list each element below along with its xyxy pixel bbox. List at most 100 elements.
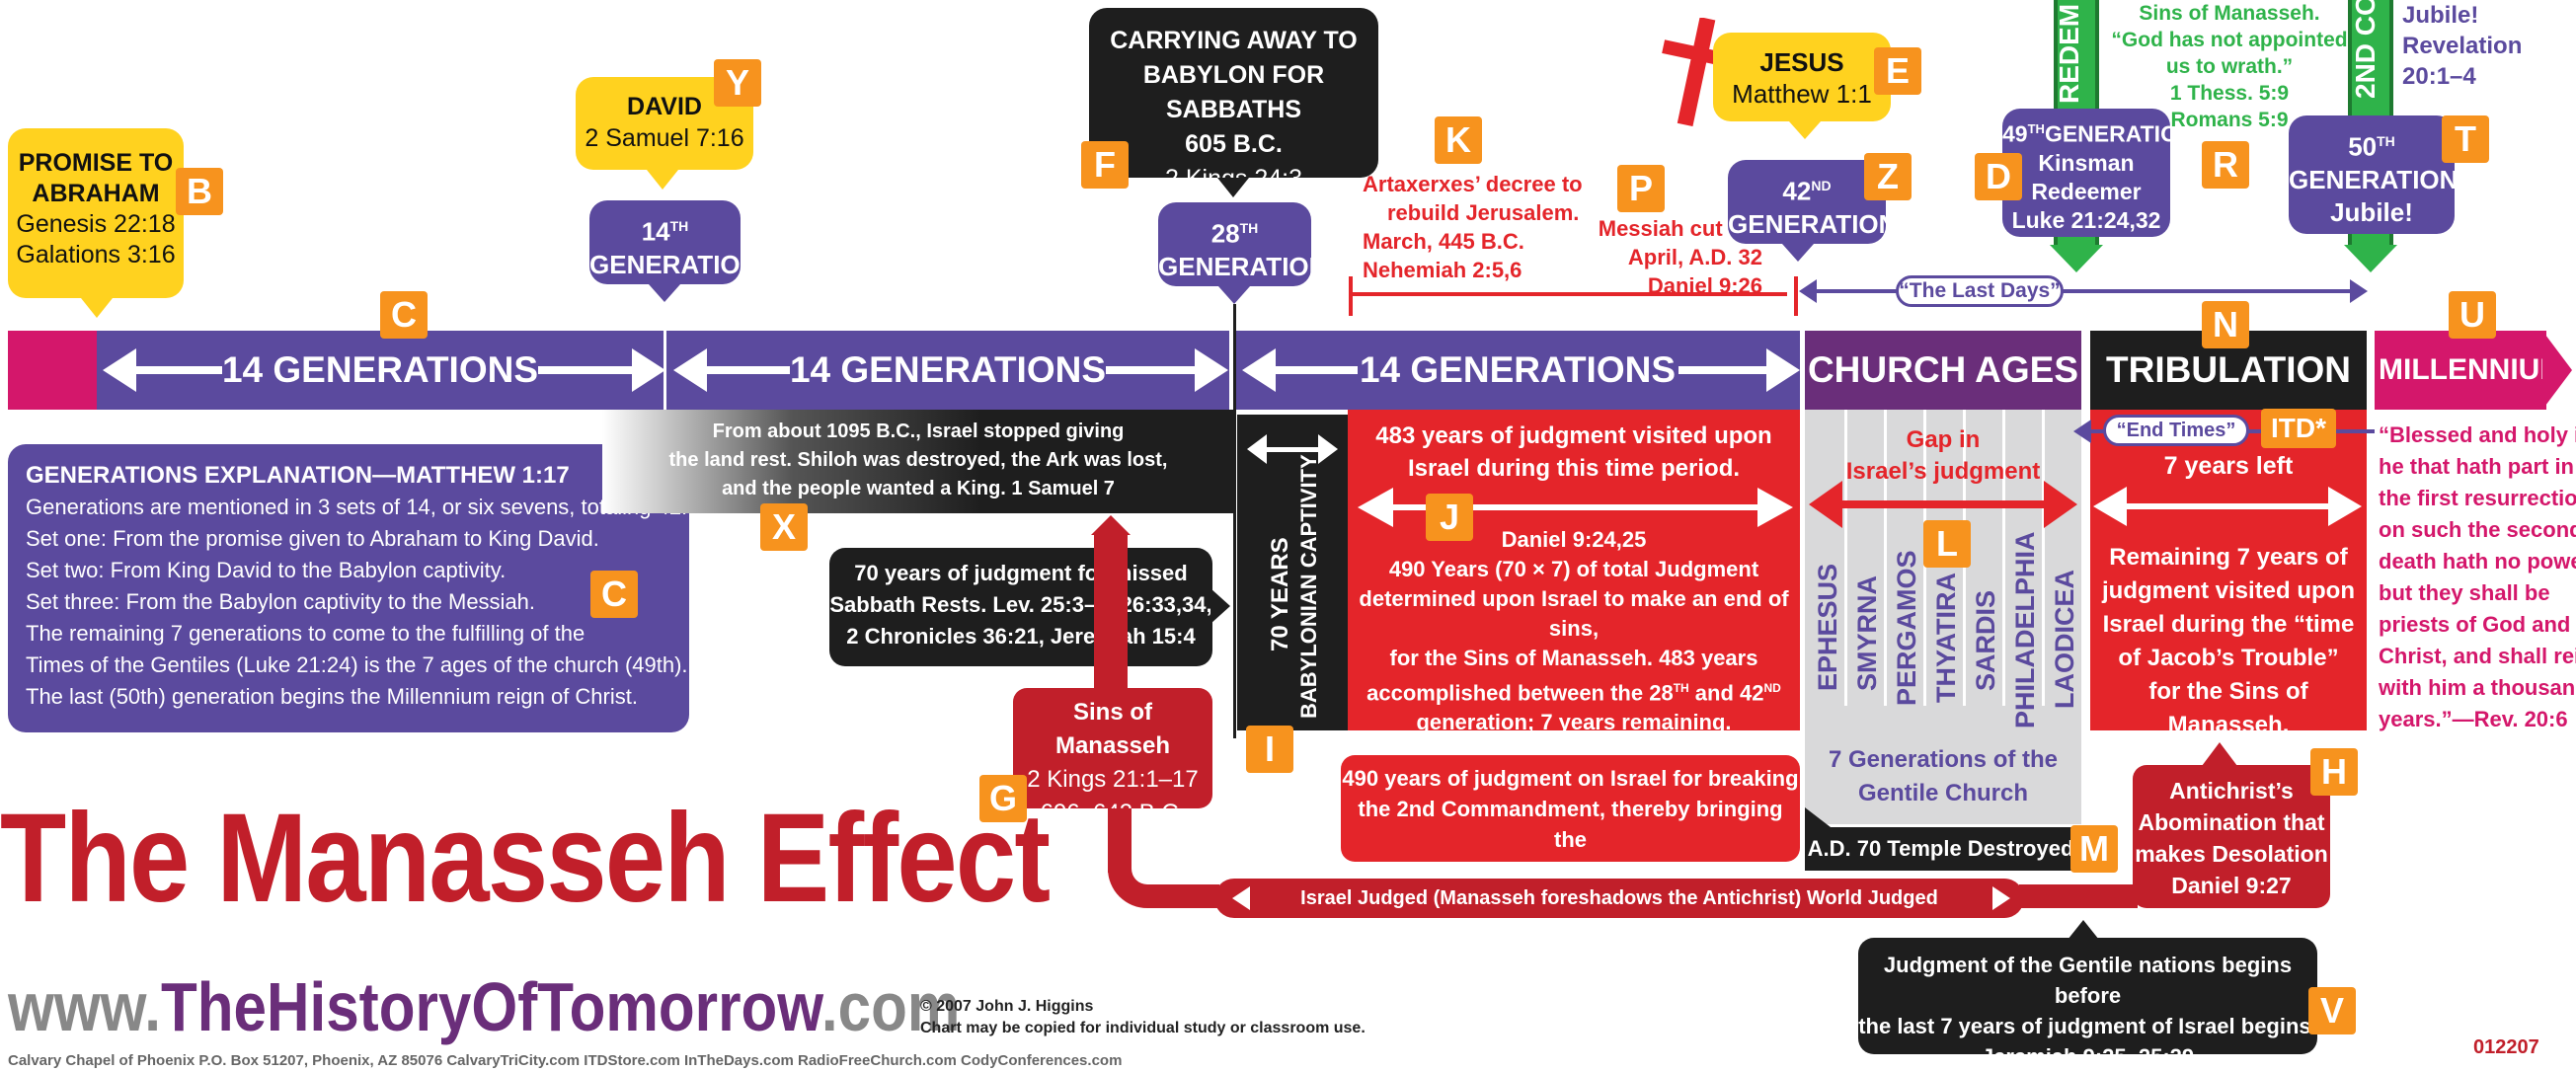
jubile-top-line-2: Revelation bbox=[2402, 33, 2523, 59]
thess-line-5: Romans 5:9 bbox=[2170, 109, 2289, 131]
jubile-top-line-3: 20:1–4 bbox=[2402, 63, 2476, 90]
promise-title-2: ABRAHAM bbox=[32, 180, 160, 207]
letter-x: X bbox=[760, 503, 808, 551]
band-arrow-2-right bbox=[1106, 366, 1200, 374]
quote-line-9: with him a thousand bbox=[2379, 675, 2576, 700]
shiloh-box: From about 1095 B.C., Israel stopped giv… bbox=[602, 410, 1234, 513]
judgment-483-line-5: determined upon Israel to make an end of… bbox=[1359, 586, 1789, 641]
letter-f: F bbox=[1081, 141, 1129, 189]
thess-line-3: us to wrath.” bbox=[2165, 55, 2294, 78]
explanation-line-3: Set two: From King David to the Babylon … bbox=[26, 558, 507, 582]
seventy-years-box: 70 years of judgment for missed Sabbath … bbox=[829, 548, 1212, 666]
gen14-num: 14 bbox=[641, 216, 670, 247]
copyright-line-2: Chart may be copied for individual study… bbox=[920, 1020, 1366, 1036]
manasseh-box: Sins of Manasseh 2 Kings 21:1–17 696–642… bbox=[1013, 688, 1212, 826]
letter-r: R bbox=[2202, 141, 2249, 189]
judgment-483-text-top: 483 years of judgment visited upon Israe… bbox=[1348, 420, 1800, 485]
captivity-arrowhead-left bbox=[1247, 434, 1267, 464]
last-days-arrowhead-left bbox=[1799, 279, 1817, 303]
captivity-column bbox=[1237, 415, 1348, 730]
letter-j: J bbox=[1426, 494, 1473, 541]
letter-v: V bbox=[2308, 987, 2356, 1034]
gentile-nations-line-3: Jeremiah 9:25, 25:29 bbox=[1981, 1044, 2195, 1069]
jesus-bubble: JESUS Matthew 1:1 bbox=[1713, 33, 1891, 121]
promise-title-1: PROMISE TO bbox=[18, 149, 174, 177]
letter-n: N bbox=[2202, 301, 2249, 348]
band-arrow-3-right bbox=[1678, 366, 1772, 374]
messiah-line-2: April, A.D. 32 bbox=[1627, 245, 1762, 269]
band-arrowhead-2-left bbox=[673, 348, 707, 392]
artaxerxes-line-1: Artaxerxes’ decree to bbox=[1363, 172, 1583, 196]
band-arrow-3-left bbox=[1269, 366, 1358, 374]
antichrist-line-4: Daniel 9:27 bbox=[2171, 873, 2292, 898]
judgment-483-line-4: 490 Years (70 × 7) of total Judgment bbox=[1388, 557, 1759, 581]
letter-z: Z bbox=[1864, 153, 1912, 200]
band-generations-2-label: 14 GENERATIONS bbox=[789, 349, 1107, 390]
temple-destroyed-text: A.D. 70 Temple Destroyed bbox=[1807, 836, 2074, 861]
remaining-line-2: judgment visited upon bbox=[2102, 577, 2355, 604]
david-tail bbox=[647, 170, 678, 190]
david-title: DAVID bbox=[627, 93, 702, 120]
last-days-arrowhead-right bbox=[2350, 279, 2368, 303]
manasseh-line-2: 2 Kings 21:1–17 bbox=[1027, 766, 1199, 793]
explanation-box: GENERATIONS EXPLANATION—MATTHEW 1:17 Gen… bbox=[8, 444, 689, 732]
artaxerxes-line-3: March, 445 B.C. bbox=[1363, 229, 1524, 254]
church-sardis: SARDIS bbox=[1971, 589, 2000, 691]
last-days-label: “The Last Days” bbox=[1896, 275, 2064, 307]
band-millennium: MILLENNIUM bbox=[2375, 331, 2564, 410]
carrying-tail bbox=[1217, 178, 1249, 197]
gen42-sup: ND bbox=[1811, 178, 1832, 193]
band-arrowhead-3-left bbox=[1242, 348, 1276, 392]
promise-bubble: PROMISE TO ABRAHAM Genesis 22:18 Galatio… bbox=[8, 128, 184, 298]
carrying-bubble: CARRYING AWAY TO BABYLON FOR SABBATHS 60… bbox=[1089, 8, 1378, 192]
gen49-num: 49 bbox=[2002, 120, 2028, 147]
artaxerxes-line-4: Nehemiah 2:5,6 bbox=[1363, 258, 1522, 282]
church-thyatira: THYATIRA bbox=[1931, 572, 1961, 703]
jesus-ref: Matthew 1:1 bbox=[1732, 79, 1872, 109]
remaining-line-1: Remaining 7 years of bbox=[2109, 544, 2348, 571]
letter-c-lower: C bbox=[590, 571, 638, 618]
artaxerxes-text: Artaxerxes’ decree to rebuild Jerusalem.… bbox=[1363, 170, 1585, 284]
judged-bar-connector bbox=[1165, 884, 1219, 908]
captivity-arrow-line bbox=[1259, 447, 1323, 452]
gen50-line-1: GENERATION bbox=[2289, 164, 2459, 194]
band-arrowhead-1-left bbox=[103, 348, 136, 392]
letter-d: D bbox=[1975, 153, 2022, 200]
remaining-line-5: for the Sins of Manasseh. bbox=[2148, 678, 2308, 738]
gen49-line-1: GENERATION bbox=[2044, 120, 2195, 147]
carrying-line-2: BABYLON FOR SABBATHS bbox=[1142, 61, 1325, 123]
letter-u: U bbox=[2449, 291, 2496, 339]
seventy-years-tail bbox=[1210, 588, 1230, 624]
gen50-num: 50 bbox=[2348, 131, 2378, 162]
gap-arrowhead-right bbox=[2044, 481, 2077, 528]
shiloh-line-1: From about 1095 B.C., Israel stopped giv… bbox=[712, 421, 1125, 442]
gen42-label: GENERATION bbox=[1728, 208, 1898, 239]
gen14-sup: TH bbox=[669, 218, 689, 234]
church-laodicea: LAODICEA bbox=[2050, 570, 2079, 709]
captivity-text-1: 70 YEARS bbox=[1267, 537, 1293, 651]
trib-arrowhead-right bbox=[2328, 487, 2362, 526]
letter-m: M bbox=[2070, 825, 2118, 873]
seventy-line-3: 2 Chronicles 36:21, Jeremiah 15:4 bbox=[846, 624, 1196, 649]
church-philadelphia: PHILADELPHIA bbox=[2010, 531, 2040, 728]
judgment-490-line-1: 490 years of judgment on Israel for brea… bbox=[1342, 766, 1799, 791]
gen42-num: 42 bbox=[1782, 176, 1812, 206]
thess-text: Sins of Manasseh. “God has not appointed… bbox=[2111, 0, 2348, 133]
gentile-line-2: Gentile Church bbox=[1857, 780, 2029, 806]
gentile-nations-box: Judgment of the Gentile nations begins b… bbox=[1858, 938, 2317, 1069]
gen49-line-2: Kinsman bbox=[2038, 149, 2135, 176]
gen14-bubble: 14TH GENERATION bbox=[589, 200, 758, 284]
gen28-num: 28 bbox=[1210, 218, 1240, 249]
gen14-tail bbox=[649, 284, 680, 302]
letter-t: T bbox=[2442, 115, 2489, 163]
band-church-ages: CHURCH AGES bbox=[1805, 331, 2081, 410]
explanation-line-5: The remaining 7 generations to come to t… bbox=[26, 621, 585, 646]
band-arrowhead-2-right bbox=[1195, 348, 1228, 392]
band-arrowhead-3-right bbox=[1766, 348, 1800, 392]
thess-line-2: “God has not appointed bbox=[2111, 29, 2348, 51]
church-ephesus: EPHESUS bbox=[1813, 563, 1842, 691]
judged-bar-arrowhead-left bbox=[1232, 886, 1250, 910]
jesus-title: JESUS bbox=[1759, 47, 1844, 77]
judgment-490-box: 490 years of judgment on Israel for brea… bbox=[1341, 755, 1800, 882]
explanation-line-1: Generations are mentioned in 3 sets of 1… bbox=[26, 495, 688, 519]
